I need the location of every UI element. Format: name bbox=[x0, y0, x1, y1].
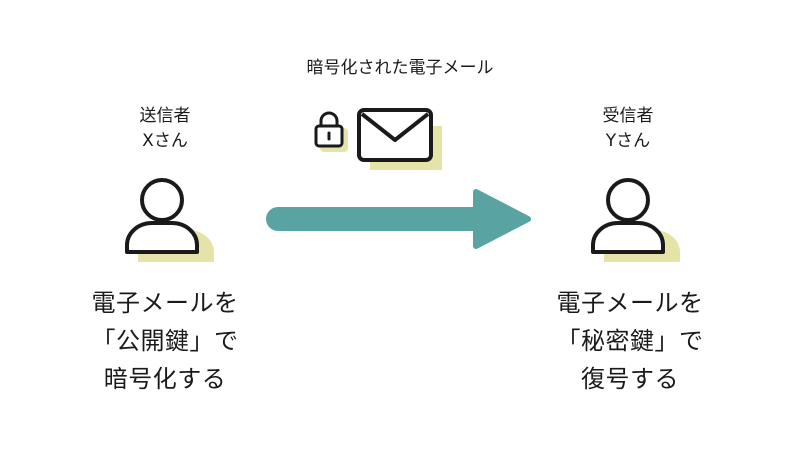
sender-description: 電子メールを 「公開鍵」で 暗号化する bbox=[55, 284, 275, 398]
sender-desc-line-2: 「公開鍵」で bbox=[91, 327, 239, 355]
sender-name: Xさん bbox=[142, 131, 188, 151]
sender-desc-line-1: 電子メールを bbox=[91, 289, 239, 317]
receiver-role: 受信者 bbox=[602, 106, 654, 126]
sender-desc-line-3: 暗号化する bbox=[103, 365, 227, 393]
lock-icon bbox=[314, 111, 348, 152]
sender-role: 送信者 bbox=[139, 106, 191, 126]
envelope-icon bbox=[357, 108, 442, 170]
sender-person-icon bbox=[125, 178, 214, 262]
receiver-desc-line-1: 電子メールを bbox=[556, 289, 704, 317]
receiver-description: 電子メールを 「秘密鍵」で 復号する bbox=[520, 284, 740, 398]
diagram-title: 暗号化された電子メール bbox=[306, 58, 494, 78]
receiver-desc-line-3: 復号する bbox=[581, 365, 679, 393]
receiver-desc-line-2: 「秘密鍵」で bbox=[556, 327, 704, 355]
receiver-name: Yさん bbox=[605, 131, 651, 151]
receiver-person-icon bbox=[591, 178, 680, 262]
arrow-right bbox=[266, 189, 531, 249]
